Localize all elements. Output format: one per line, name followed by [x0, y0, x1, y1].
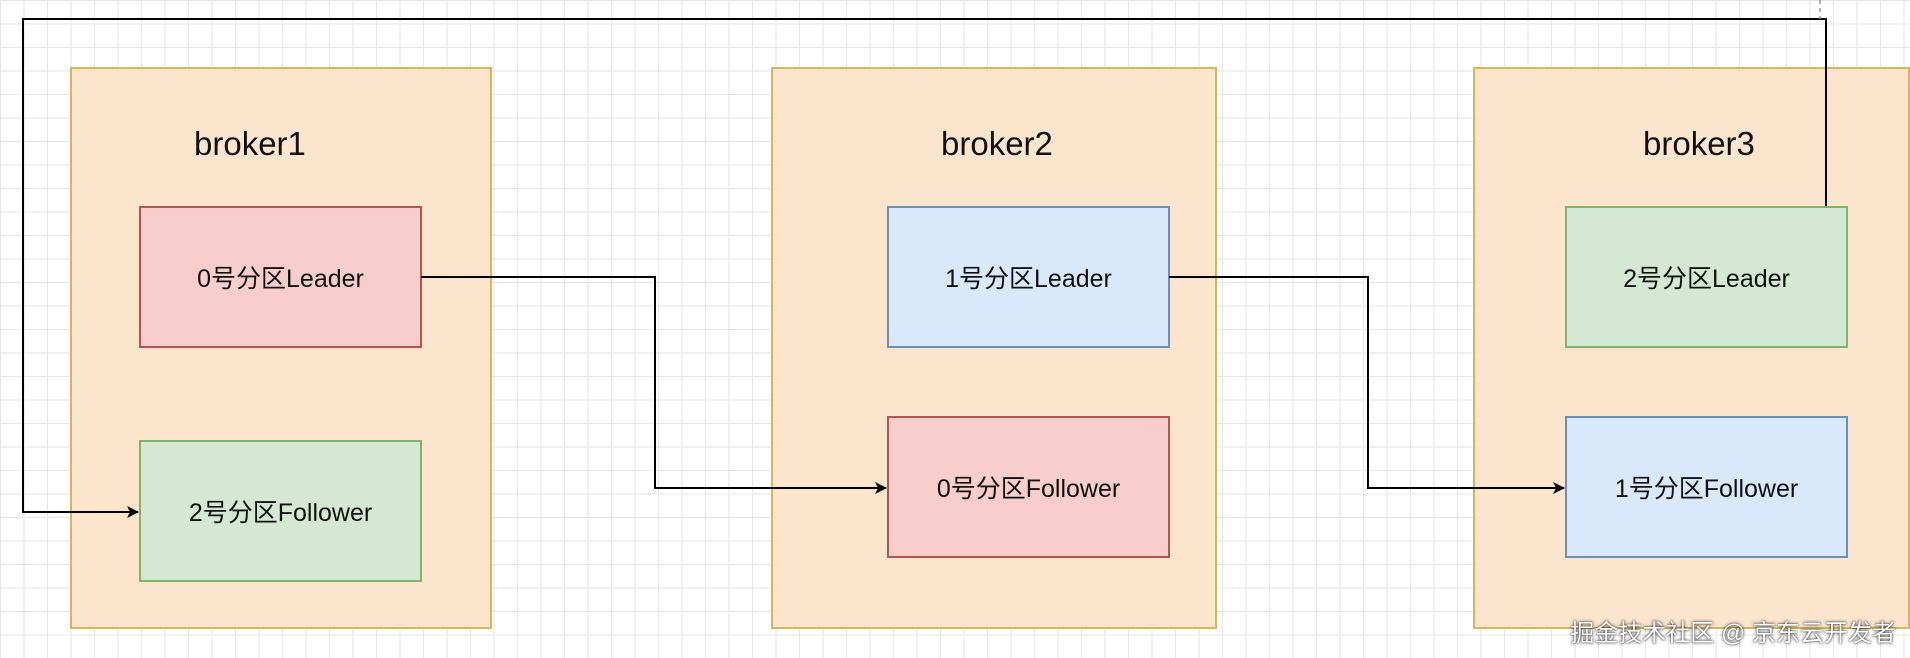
partition-0-follower-box: 0号分区Follower [887, 416, 1170, 558]
partition-2-leader-box: 2号分区Leader [1565, 206, 1848, 348]
partition-2-follower-label: 2号分区Follower [188, 499, 373, 527]
partition-1-leader-label: 1号分区Leader [945, 265, 1112, 293]
partition-0-leader-box: 0号分区Leader [139, 206, 422, 348]
broker-2-title: broker2 [941, 125, 1053, 162]
edge-p0-leader-to-p0-follower [421, 276, 887, 494]
partition-1-follower-label: 1号分区Follower [1614, 475, 1799, 503]
broker-1-title: broker1 [194, 125, 306, 162]
partition-0-follower-label: 0号分区Follower [936, 475, 1121, 503]
partition-2-leader-label: 2号分区Leader [1623, 265, 1790, 293]
broker-3-title: broker3 [1643, 125, 1755, 162]
partition-1-follower-box: 1号分区Follower [1565, 416, 1848, 558]
edge-p1-leader-to-p1-follower [1169, 276, 1565, 494]
partition-0-leader-label: 0号分区Leader [197, 265, 364, 293]
watermark-text: 掘金技术社区 @ 京东云开发者 [1570, 620, 1896, 647]
edge-p2-leader-to-p2-follower [22, 18, 1827, 518]
partition-2-follower-box: 2号分区Follower [139, 440, 422, 582]
partition-1-leader-box: 1号分区Leader [887, 206, 1170, 348]
